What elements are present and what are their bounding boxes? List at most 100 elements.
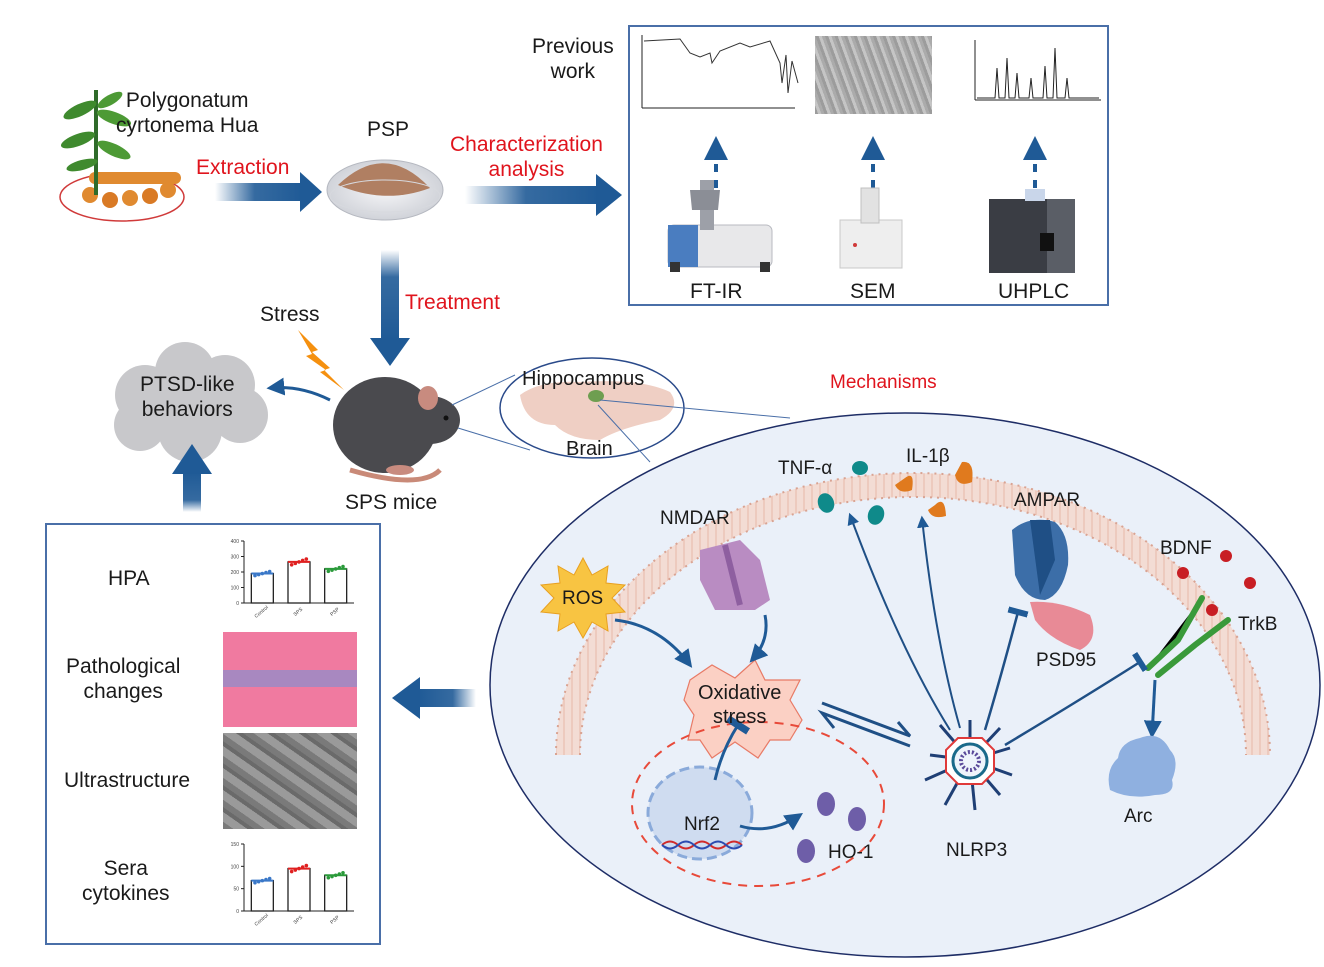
ultrastructure-label: Ultrastructure <box>64 769 191 792</box>
bar-sps <box>287 561 311 604</box>
data-point <box>337 872 342 876</box>
stress-lightning-icon <box>298 330 344 390</box>
y-tick-label: 200 <box>231 570 240 576</box>
ampar-receptor-icon <box>1012 519 1069 600</box>
nlrp3-label: NLRP3 <box>946 840 1008 861</box>
y-tick-label: 100 <box>231 864 240 870</box>
hippocampus-highlight <box>588 390 604 402</box>
oxidative-nlrp3-equilibrium-arrows <box>817 701 912 748</box>
ros-star-shape <box>539 556 627 640</box>
nrf2-ho1-dashed-region <box>631 721 885 887</box>
nlrp3-inflammasome-icon <box>924 720 1013 811</box>
data-point <box>289 563 294 567</box>
ptsd-line2: behaviors <box>141 398 233 422</box>
evidence-panel <box>45 523 381 945</box>
data-point <box>337 565 342 570</box>
bdnf-label: BDNF <box>1160 538 1212 559</box>
nmdar-label: NMDAR <box>660 508 730 529</box>
data-point <box>267 569 272 574</box>
previous-work-panel <box>628 25 1109 306</box>
data-point <box>253 880 257 885</box>
data-point <box>264 570 268 575</box>
nrf2-label: Nrf2 <box>684 814 720 835</box>
trkb-label: TrkB <box>1238 614 1278 635</box>
oxidative-stress-label: Oxidative stress <box>698 681 781 729</box>
data-point <box>253 573 257 578</box>
data-point <box>341 564 345 569</box>
characterization-line1: Characterization <box>450 133 603 156</box>
data-point <box>289 869 294 874</box>
ros-to-oxidative-arrow <box>614 618 693 668</box>
psp-label: PSP <box>367 118 410 141</box>
previous-work-line2: work <box>550 60 596 84</box>
sem-label: SEM <box>850 280 896 303</box>
uhplc-instrument-icon <box>989 189 1075 273</box>
bar-control <box>250 572 274 604</box>
tem-ultrastructure-image <box>223 733 357 829</box>
plant-label-line2: cyrtonema Hua <box>116 114 259 138</box>
trkb-to-arc-arrow <box>1143 679 1162 739</box>
hippocampus-label: Hippocampus <box>522 368 645 390</box>
data-point <box>304 863 309 868</box>
x-tick-label: Control <box>254 605 270 620</box>
characterization-line2: analysis <box>488 158 565 182</box>
nrf2-nucleus <box>646 765 754 861</box>
plant-label-line1: Polygonatum <box>125 89 249 112</box>
characterization-arrow <box>465 174 622 216</box>
he-stain-image <box>223 632 357 727</box>
uhplc-label: UHPLC <box>998 280 1070 303</box>
il1b-label: IL-1β <box>906 446 950 467</box>
psd95-protein-icon <box>1030 601 1094 650</box>
mechanisms-title: Mechanisms <box>830 372 937 393</box>
psp-powder-dish-icon <box>326 159 444 221</box>
data-point <box>264 877 268 882</box>
data-point <box>330 568 334 572</box>
pathological-line2: changes <box>83 680 163 704</box>
brain-inset <box>499 357 685 459</box>
data-point <box>300 865 305 869</box>
data-point <box>256 572 261 577</box>
x-tick-label: Control <box>254 913 270 928</box>
evidence-to-ptsd-arrow <box>172 444 212 512</box>
sera-line1: Sera <box>103 857 148 880</box>
oxidative-line2: stress <box>713 706 767 728</box>
data-point <box>304 557 309 561</box>
nmdar-to-oxidative-arrow <box>749 614 769 663</box>
ho1-particles <box>797 792 866 863</box>
brain-label: Brain <box>566 438 613 460</box>
data-point <box>330 874 334 879</box>
bar-psp <box>324 568 348 604</box>
sem-instrument-icon <box>839 187 903 269</box>
data-point <box>300 558 305 563</box>
x-tick-label: PSP <box>329 914 341 925</box>
x-tick-label: SPS <box>293 606 305 617</box>
data-point <box>260 571 265 576</box>
y-tick-label: 100 <box>231 586 240 592</box>
nlrp3-to-il1b-arrow <box>917 515 961 729</box>
data-point <box>297 866 301 871</box>
treatment-label: Treatment <box>405 291 500 314</box>
nlrp3-inhibits-trkb <box>1004 651 1148 747</box>
data-point <box>333 873 338 878</box>
uhplc-chromatogram-thumbnail <box>974 40 1101 101</box>
data-point <box>341 870 345 875</box>
characterization-label: Characterization analysis <box>450 132 603 182</box>
previous-work-label: Previous work <box>532 34 614 84</box>
data-point <box>267 876 272 881</box>
arc-protein-icon <box>1108 735 1176 797</box>
tnf-alpha-label: TNF-α <box>778 458 833 479</box>
sera-cytokines-label: Sera cytokines <box>82 856 170 906</box>
y-tick-label: 400 <box>231 539 240 545</box>
plant-label: Polygonatum cyrtonema Hua <box>116 88 258 138</box>
data-point <box>293 561 298 566</box>
y-tick-label: 0 <box>236 601 239 607</box>
arc-label: Arc <box>1124 806 1153 827</box>
pathological-label: Pathological changes <box>66 654 180 704</box>
stress-label: Stress <box>260 303 320 326</box>
ftir-label: FT-IR <box>690 280 743 303</box>
dna-helix-icon <box>661 840 743 850</box>
oxidative-line1: Oxidative <box>698 682 782 704</box>
